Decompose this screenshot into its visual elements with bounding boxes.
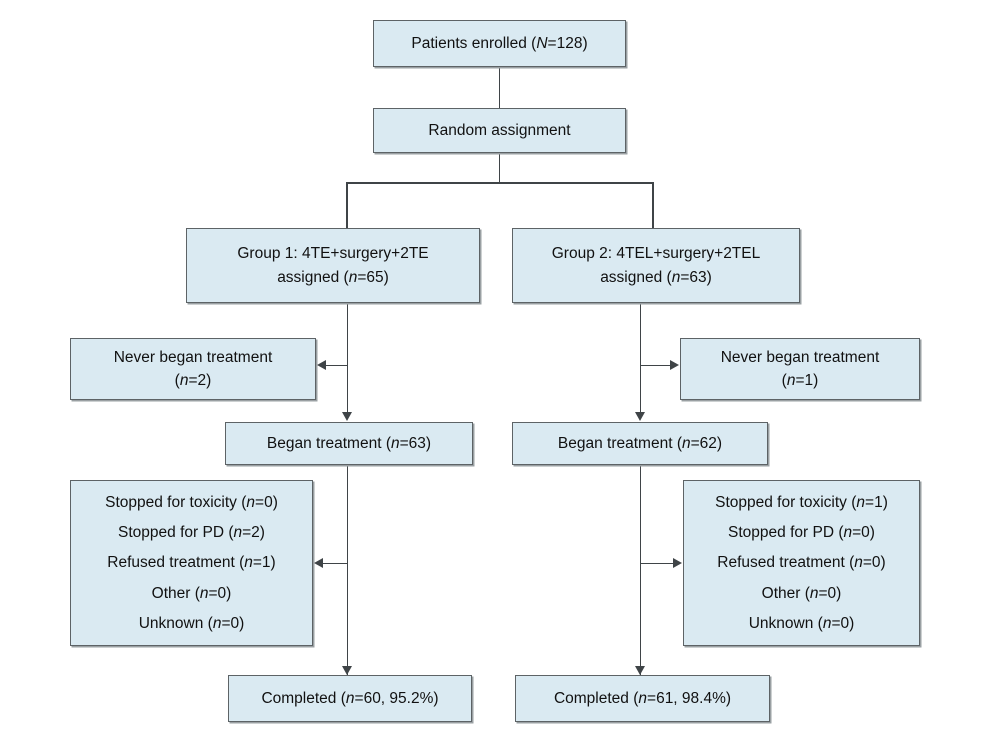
connector-group1-never-began-lateral (326, 364, 347, 367)
node-group2-discontinued-row: Stopped for PD (n=0) (728, 524, 875, 542)
connector-group2-discontinued-lateral (641, 562, 674, 565)
node-group1-began-label: Began treatment (n=63) (266, 434, 432, 452)
node-patients-enrolled-label: Patients enrolled (N=128) (411, 34, 588, 52)
connector-group1-assigned-to-began (346, 303, 349, 413)
node-group2-never-began-treatment[interactable]: Never began treatment (n=1) (680, 338, 920, 400)
connector-split-left-drop (346, 182, 348, 228)
arrow-right-group2-never-began (670, 360, 679, 370)
connector-enrolled-to-randomization (498, 67, 501, 108)
connector-group2-assigned-to-began (639, 303, 642, 413)
node-group2-never-began-line1: Never began treatment (720, 348, 880, 366)
node-random-assignment-label: Random assignment (428, 121, 571, 139)
node-group2-discontinued-row: Refused treatment (n=0) (717, 554, 886, 572)
node-group1-assigned-line1: Group 1: 4TE+surgery+2TE (237, 245, 429, 263)
connector-randomization-stem (498, 153, 501, 183)
node-group2-discontinued-row: Other (n=0) (761, 584, 842, 602)
arrow-down-group1-began (342, 412, 352, 421)
node-group1-discontinued-row: Stopped for PD (n=2) (118, 524, 265, 542)
connector-group1-began-to-completed (346, 465, 349, 675)
node-group1-discontinued-row: Unknown (n=0) (138, 614, 245, 632)
node-group1-never-began-line2: (n=2) (174, 372, 212, 389)
arrow-left-group1-discontinued (314, 558, 323, 568)
node-group2-discontinued-row: Unknown (n=0) (748, 614, 855, 632)
node-group1-discontinued-row: Refused treatment (n=1) (107, 554, 276, 572)
node-group1-began-treatment[interactable]: Began treatment (n=63) (225, 422, 473, 465)
node-group1-completed-label: Completed (n=60, 95.2%) (261, 689, 439, 707)
arrow-down-group1-completed (342, 666, 352, 675)
node-group2-assigned-line1: Group 2: 4TEL+surgery+2TEL (551, 245, 761, 263)
node-group1-assigned[interactable]: Group 1: 4TE+surgery+2TE assigned (n=65) (186, 228, 480, 303)
node-group2-assigned[interactable]: Group 2: 4TEL+surgery+2TEL assigned (n=6… (512, 228, 800, 303)
node-group1-never-began-treatment[interactable]: Never began treatment (n=2) (70, 338, 316, 400)
arrow-down-group2-began (635, 412, 645, 421)
node-group1-discontinued-row: Stopped for toxicity (n=0) (105, 493, 278, 511)
node-group2-began-label: Began treatment (n=62) (557, 434, 723, 452)
arrow-right-group2-discontinued (673, 558, 682, 568)
connector-split-right-drop (652, 182, 654, 228)
node-random-assignment[interactable]: Random assignment (373, 108, 626, 153)
node-group2-assigned-line2: assigned (n=63) (600, 268, 712, 286)
connector-group2-never-began-lateral (641, 364, 671, 367)
node-group2-discontinued[interactable]: Stopped for toxicity (n=1) Stopped for P… (683, 480, 920, 646)
node-group1-discontinued-row: Other (n=0) (151, 584, 232, 602)
connector-split-bus (346, 182, 653, 184)
node-group1-assigned-line2: assigned (n=65) (277, 268, 389, 286)
node-group1-never-began-line1: Never began treatment (113, 348, 273, 366)
node-group2-never-began-line2: (n=1) (781, 372, 819, 389)
arrow-left-group1-never-began (317, 360, 326, 370)
node-group2-discontinued-row: Stopped for toxicity (n=1) (715, 493, 888, 511)
arrow-down-group2-completed (635, 666, 645, 675)
node-group1-discontinued[interactable]: Stopped for toxicity (n=0) Stopped for P… (70, 480, 313, 646)
node-patients-enrolled[interactable]: Patients enrolled (N=128) (373, 20, 626, 67)
node-group2-completed[interactable]: Completed (n=61, 98.4%) (515, 675, 770, 722)
node-group2-began-treatment[interactable]: Began treatment (n=62) (512, 422, 768, 465)
connector-group2-began-to-completed (639, 465, 642, 675)
node-group2-completed-label: Completed (n=61, 98.4%) (553, 689, 732, 707)
connector-group1-discontinued-lateral (323, 562, 347, 565)
node-group1-completed[interactable]: Completed (n=60, 95.2%) (228, 675, 472, 722)
